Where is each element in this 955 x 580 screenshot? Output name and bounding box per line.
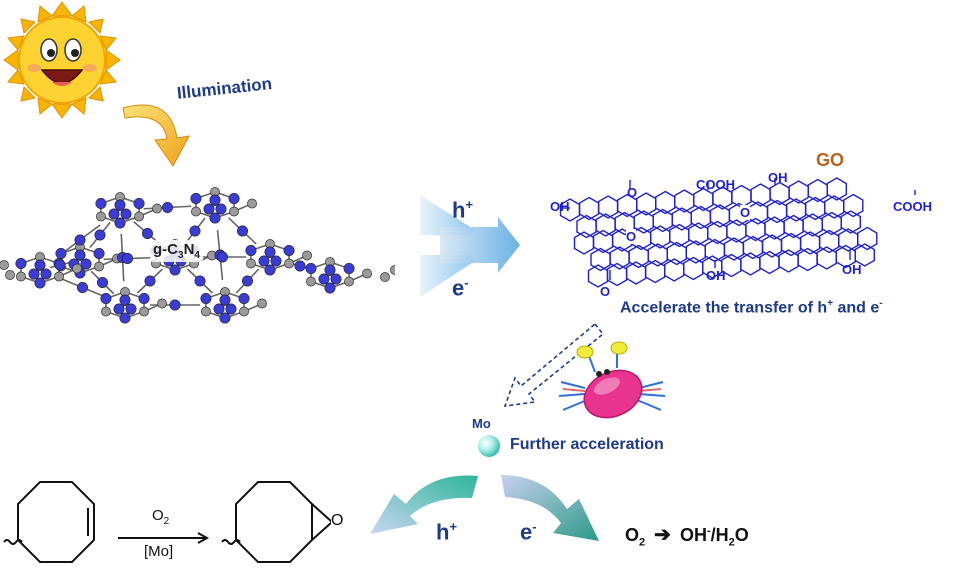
- dashed-arrow: [503, 322, 605, 407]
- mo-label: Mo: [472, 416, 491, 431]
- go-cooh-right: COOH: [893, 199, 932, 214]
- go-oh-bottom-right: OH: [842, 262, 862, 277]
- catalyst-label: g-C3N4: [150, 240, 203, 262]
- charge-transfer-arrow: [420, 195, 520, 297]
- reduction-equation: O2 ➔ OH-/H2O: [625, 524, 749, 549]
- hole-curved-arrow: [370, 475, 478, 534]
- go-cooh-top: COOH: [696, 177, 735, 192]
- crab-icon: [558, 341, 666, 419]
- catalyst-mo-label: [Mo]: [144, 543, 174, 560]
- go-o-bottom: O: [600, 284, 611, 299]
- go-oh-top-left: OH: [550, 199, 570, 214]
- right-arrow-icon: ➔: [654, 524, 671, 546]
- reagent-label: O2: [152, 507, 170, 527]
- go-oh-top: OH: [768, 170, 788, 185]
- go-o-mid-left: O: [626, 229, 637, 244]
- electron-label-top: e-: [452, 275, 469, 301]
- electron-label-bottom: e-: [520, 519, 537, 545]
- go-o-mid-right: O: [740, 205, 751, 220]
- sun-icon: [3, 1, 121, 119]
- illumination-arrow: [122, 104, 190, 167]
- go-label: GO: [816, 150, 845, 170]
- electron-curved-arrow: [501, 475, 599, 541]
- mo-sphere-icon: [478, 435, 500, 457]
- accelerate-label: Accelerate the transfer of h+ and e-: [620, 298, 883, 317]
- go-oh-bottom-mid: OH: [706, 268, 726, 283]
- epoxide-oxygen: O: [331, 512, 344, 530]
- further-acceleration-label: Further acceleration: [510, 436, 664, 453]
- graphene-oxide-sheet: [559, 177, 916, 288]
- epoxidation-scheme: [3, 481, 333, 563]
- go-o-top: O: [627, 185, 638, 200]
- hole-label-top: h+: [452, 197, 474, 223]
- illumination-label: Illumination: [176, 74, 273, 103]
- hole-label-bottom: h+: [436, 519, 458, 545]
